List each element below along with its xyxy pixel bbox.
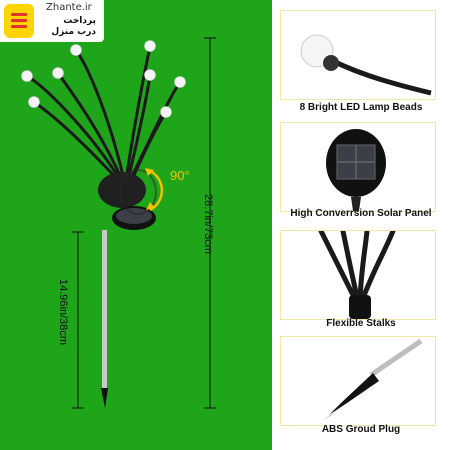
stake bbox=[102, 230, 107, 390]
badge-label: پرداخت درب منزل bbox=[51, 16, 96, 38]
solar-cells bbox=[116, 208, 152, 224]
stalk bbox=[56, 71, 124, 182]
stalk bbox=[124, 44, 152, 182]
delivery-icon bbox=[4, 4, 34, 38]
stalk bbox=[25, 74, 122, 182]
feature-caption-plug: ABS Groud Plug bbox=[321, 424, 401, 435]
solar-head bbox=[98, 172, 146, 208]
stalk bbox=[74, 48, 126, 182]
badge-line-2: درب منزل bbox=[51, 27, 96, 37]
led-bead bbox=[28, 96, 40, 108]
stake-height-label: 14.96in/38cm bbox=[57, 278, 70, 346]
total-height-label: 28.7in/73cm bbox=[201, 194, 214, 254]
ground-plug-icon bbox=[321, 338, 423, 421]
store-badge[interactable]: Zhante.ir پرداخت درب منزل bbox=[0, 0, 104, 42]
badge-line-1: پرداخت bbox=[63, 16, 96, 26]
feature-caption-stalks: Flexible Stalks bbox=[326, 318, 396, 329]
arrow-head-top bbox=[145, 168, 154, 176]
feature-card-led bbox=[280, 10, 436, 100]
stalk bbox=[32, 100, 120, 182]
rotated-panel-ghost bbox=[119, 169, 157, 215]
led-bead bbox=[52, 67, 64, 79]
rotation-arrow bbox=[147, 168, 164, 212]
arrow-head-bottom bbox=[146, 202, 155, 210]
ground-spike bbox=[101, 388, 108, 408]
solar-lamp-illustration bbox=[21, 37, 216, 409]
led-bead bbox=[174, 76, 186, 88]
led-bead-icon bbox=[300, 34, 432, 96]
led-bead bbox=[144, 40, 156, 52]
feature-caption-solar: High Converrsion Solar Panel bbox=[290, 208, 432, 219]
stalks-icon bbox=[318, 231, 396, 319]
feature-card-stalks bbox=[280, 230, 436, 320]
feature-card-plug bbox=[280, 336, 436, 426]
site-name: Zhante.ir bbox=[46, 2, 92, 13]
led-bead bbox=[70, 44, 82, 56]
feature-caption-led: 8 Bright LED Lamp Beads bbox=[299, 102, 423, 113]
led-bead bbox=[160, 106, 172, 118]
solar-panel-icon bbox=[326, 129, 386, 211]
led-bead bbox=[144, 69, 156, 81]
rotation-angle: 90° bbox=[170, 168, 190, 183]
feature-card-solar bbox=[280, 122, 436, 212]
led-bead bbox=[21, 70, 33, 82]
